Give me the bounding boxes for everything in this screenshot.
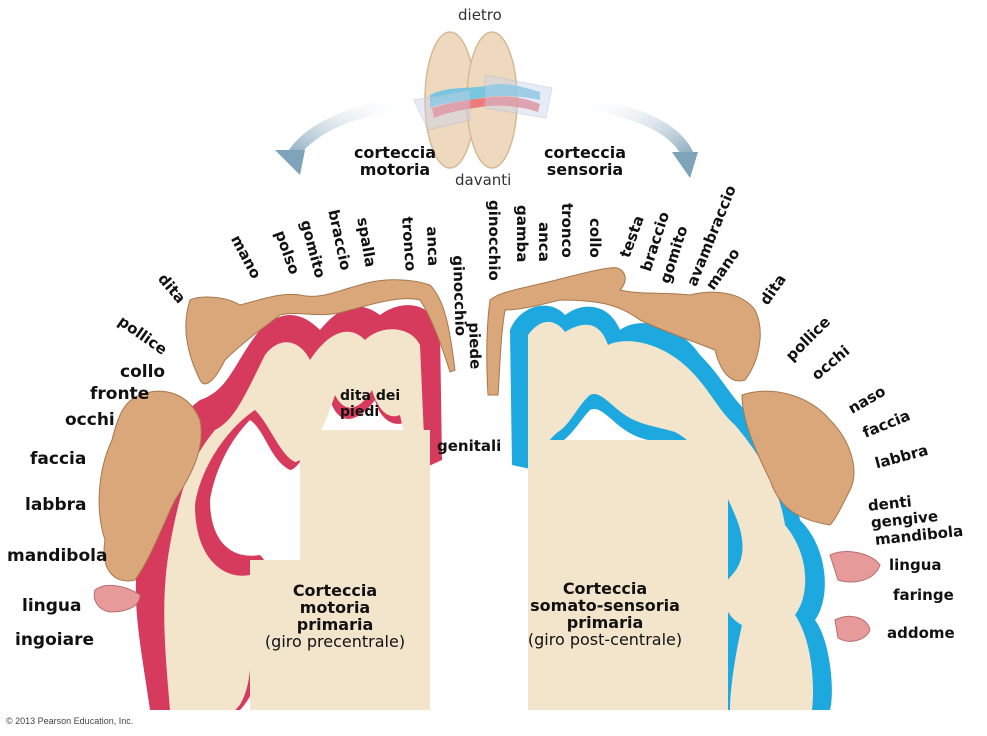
back-label: dietro [458,6,502,24]
motor-label-lingua: lingua [22,596,82,616]
motor-cortex-title: corteccia motoria [340,144,450,178]
arrow-to-sensory-icon [574,96,698,178]
arrow-to-motor-icon [275,96,411,175]
sensory-center-line-2: somato-sensoria [530,596,680,615]
motor-center-line-1: Corteccia [292,581,378,600]
sensory-label-gamba: gamba [513,205,531,263]
sensory-center-line-1: Corteccia [562,579,648,598]
sensory-center-subtitle: (giro post-centrale) [527,630,683,649]
motor-title-line-1: corteccia [353,143,437,162]
sensory-cortex-section [510,305,832,710]
motor-cortex-section [135,305,443,710]
dita-dei-line-1: dita dei [340,388,401,404]
motor-label-tronco: tronco [398,216,420,272]
motor-center-subtitle: (giro precentrale) [264,632,406,651]
motor-title-line-2: motoria [359,160,431,179]
sensory-label-tronco: tronco [558,203,576,258]
dita-dei-line-2: piedi [340,404,380,420]
sensory-title-line-2: sensoria [546,160,624,179]
sensory-center-title: Corteccia somato-sensoria primaria (giro… [515,580,695,648]
sensory-label-collo: collo [586,218,604,258]
motor-label-labbra: labbra [25,495,87,515]
sensory-center-line-3: primaria [566,613,644,632]
brain-top-view [413,31,553,169]
motor-center-line-3: primaria [296,615,374,634]
copyright-notice: © 2013 Pearson Education, Inc. [6,716,134,726]
motor-center-line-2: motoria [299,598,371,617]
motor-label-collo: collo [120,362,166,382]
motor-label-occhi: occhi [65,410,115,430]
front-label: davanti [455,171,512,189]
motor-homunculus [93,279,456,613]
sensory-title-line-1: corteccia [543,143,627,162]
motor-label-mandibola: mandibola [7,546,108,566]
motor-label-dita-dei-piedi: dita dei piedi [340,388,400,420]
sensory-homunculus [486,267,881,642]
sensory-label-anca: anca [535,222,553,262]
sensory-label-faringe: faringe [893,586,954,604]
motor-label-anca: anca [423,226,443,267]
sensory-label-addome: addome [887,624,955,642]
motor-label-piede: piede [465,322,485,370]
sensory-label-lingua: lingua [889,556,942,574]
sensory-label-ginocchio: ginocchio [485,200,503,281]
motor-center-title: Corteccia motoria primaria (giro precent… [250,582,420,650]
motor-label-faccia: faccia [30,449,87,469]
motor-label-fronte: fronte [90,384,150,404]
sensory-label-genitali: genitali [437,437,502,455]
motor-label-ingoiare: ingoiare [15,630,94,650]
sensory-cortex-title: corteccia sensoria [530,144,640,178]
